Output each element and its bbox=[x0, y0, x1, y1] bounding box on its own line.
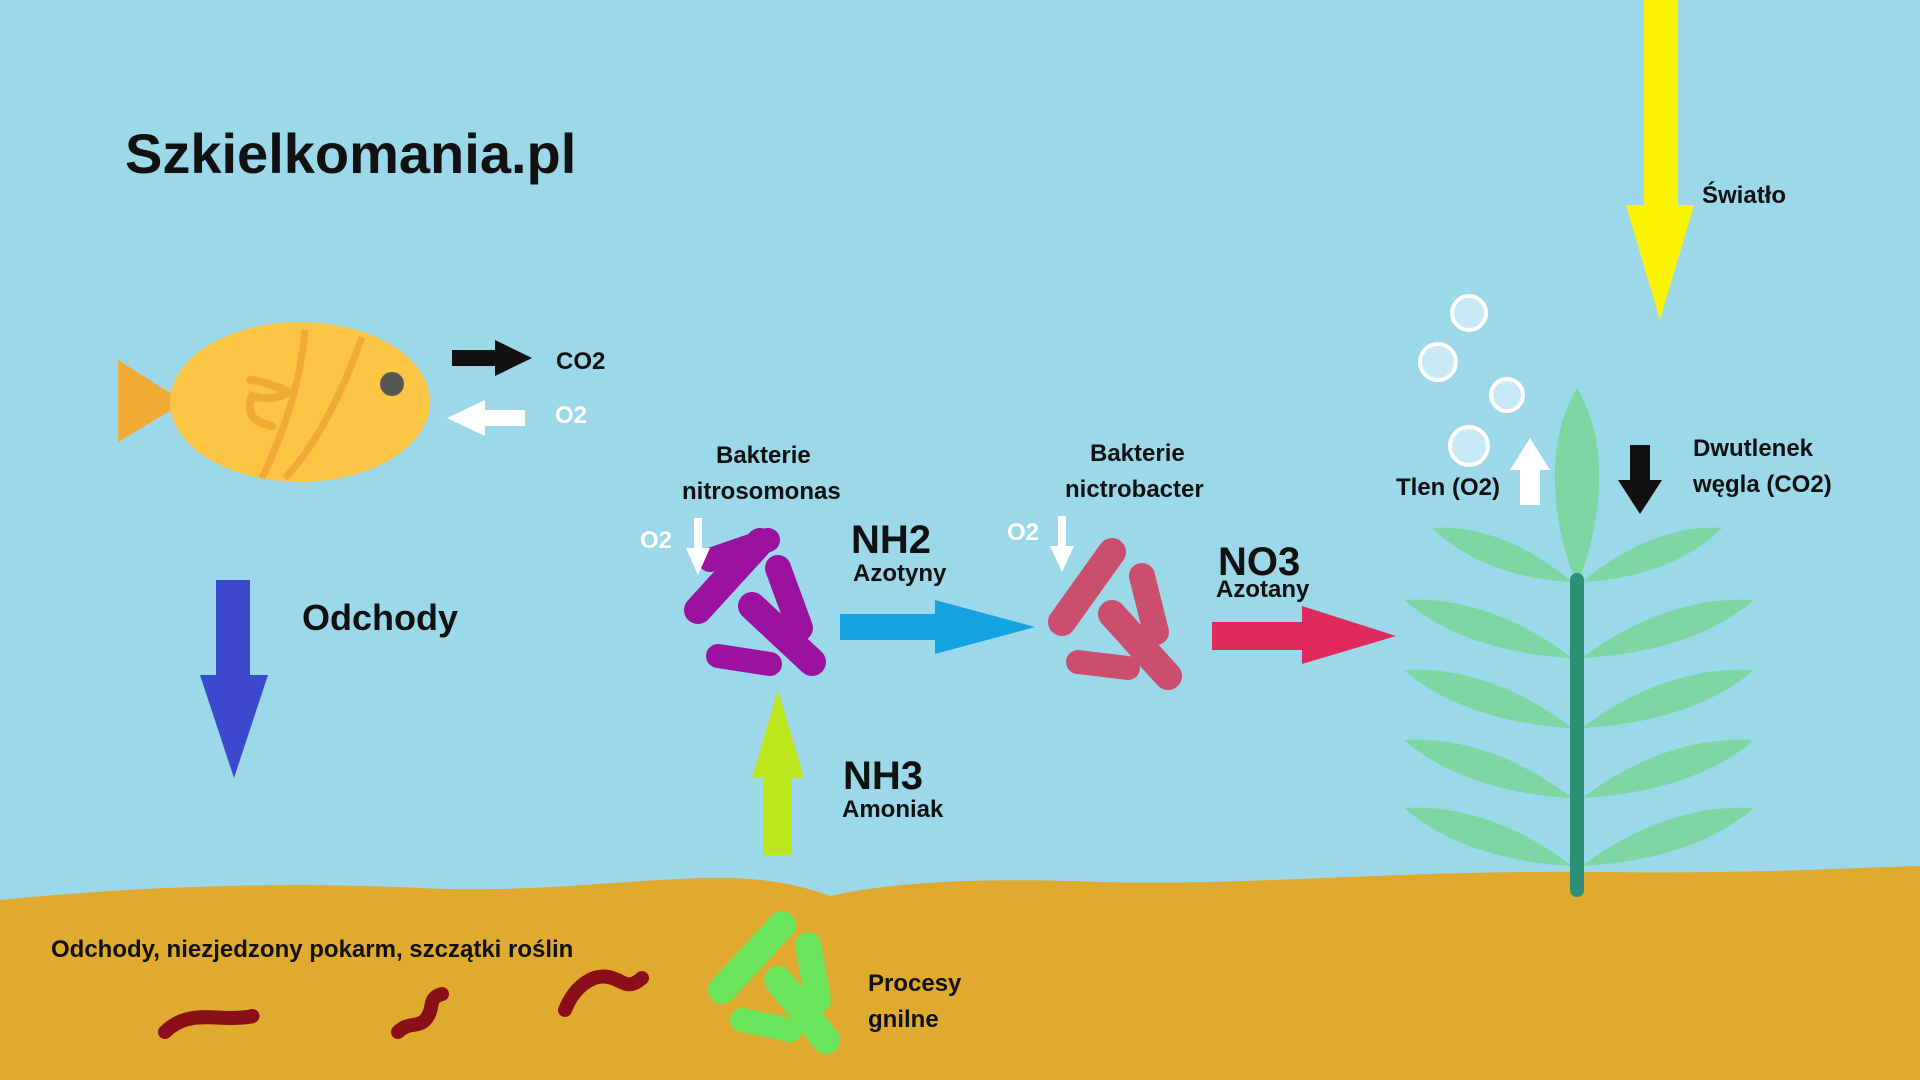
no3-formula: NO3 bbox=[1218, 540, 1301, 584]
worm-icon bbox=[558, 969, 649, 1017]
plant-icon bbox=[1404, 388, 1754, 897]
nitrosomonas-o2-label: O2 bbox=[640, 527, 673, 554]
decay-bacteria-icon bbox=[708, 911, 840, 1054]
no3-name: Azotany bbox=[1216, 576, 1310, 603]
worm-icon bbox=[158, 1009, 260, 1039]
o2-in-arrow bbox=[447, 400, 525, 436]
brand-title: Szkielkomania.pl bbox=[125, 122, 577, 185]
light-label: Światło bbox=[1702, 182, 1787, 209]
fish-co2-label: CO2 bbox=[556, 348, 606, 375]
fish-o2-label: O2 bbox=[555, 402, 588, 429]
nh2-formula: NH2 bbox=[851, 518, 932, 562]
ammonia-arrow bbox=[752, 690, 804, 855]
nh3-name: Amoniak bbox=[842, 796, 944, 823]
nitrosomonas-label-line2: nitrosomonas bbox=[682, 478, 841, 505]
decay-label-line1: Procesy bbox=[868, 970, 962, 997]
substrate-label: Odchody, niezjedzony pokarm, szczątki ro… bbox=[51, 936, 574, 963]
nitrobacter-bacteria-icon bbox=[1048, 538, 1182, 690]
nitrosomonas-bacteria-icon bbox=[684, 528, 826, 676]
nh2-name: Azotyny bbox=[853, 560, 947, 587]
co2-out-arrow bbox=[452, 340, 532, 376]
fish-icon bbox=[118, 322, 430, 482]
substrate-sand bbox=[0, 866, 1920, 1080]
plant-co2-label-line2: węgla (CO2) bbox=[1693, 471, 1832, 498]
nitrobacter-o2-label: O2 bbox=[1007, 519, 1040, 546]
waste-label: Odchody bbox=[302, 597, 459, 638]
o2-nitrobacter-arrow bbox=[1050, 516, 1074, 572]
nitrobacter-label-line2: nictrobacter bbox=[1065, 476, 1204, 503]
nitrate-arrow bbox=[1212, 606, 1396, 664]
worm-icon bbox=[391, 987, 449, 1039]
plant-oxygen-arrow bbox=[1510, 438, 1550, 505]
plant-co2-arrow bbox=[1618, 445, 1662, 514]
nitrosomonas-label-line1: Bakterie bbox=[716, 442, 811, 469]
nitrite-arrow bbox=[840, 600, 1035, 654]
oxygen-bubbles-icon bbox=[1418, 294, 1525, 467]
plant-oxygen-label: Tlen (O2) bbox=[1396, 474, 1501, 501]
o2-nitrosomonas-arrow bbox=[686, 518, 710, 575]
light-arrow bbox=[1626, 0, 1694, 320]
plant-co2-label-line1: Dwutlenek bbox=[1693, 435, 1814, 462]
nitrobacter-label-line1: Bakterie bbox=[1090, 440, 1185, 467]
decay-label-line2: gnilne bbox=[868, 1006, 939, 1033]
waste-arrow bbox=[200, 580, 268, 778]
nh3-formula: NH3 bbox=[843, 754, 924, 798]
